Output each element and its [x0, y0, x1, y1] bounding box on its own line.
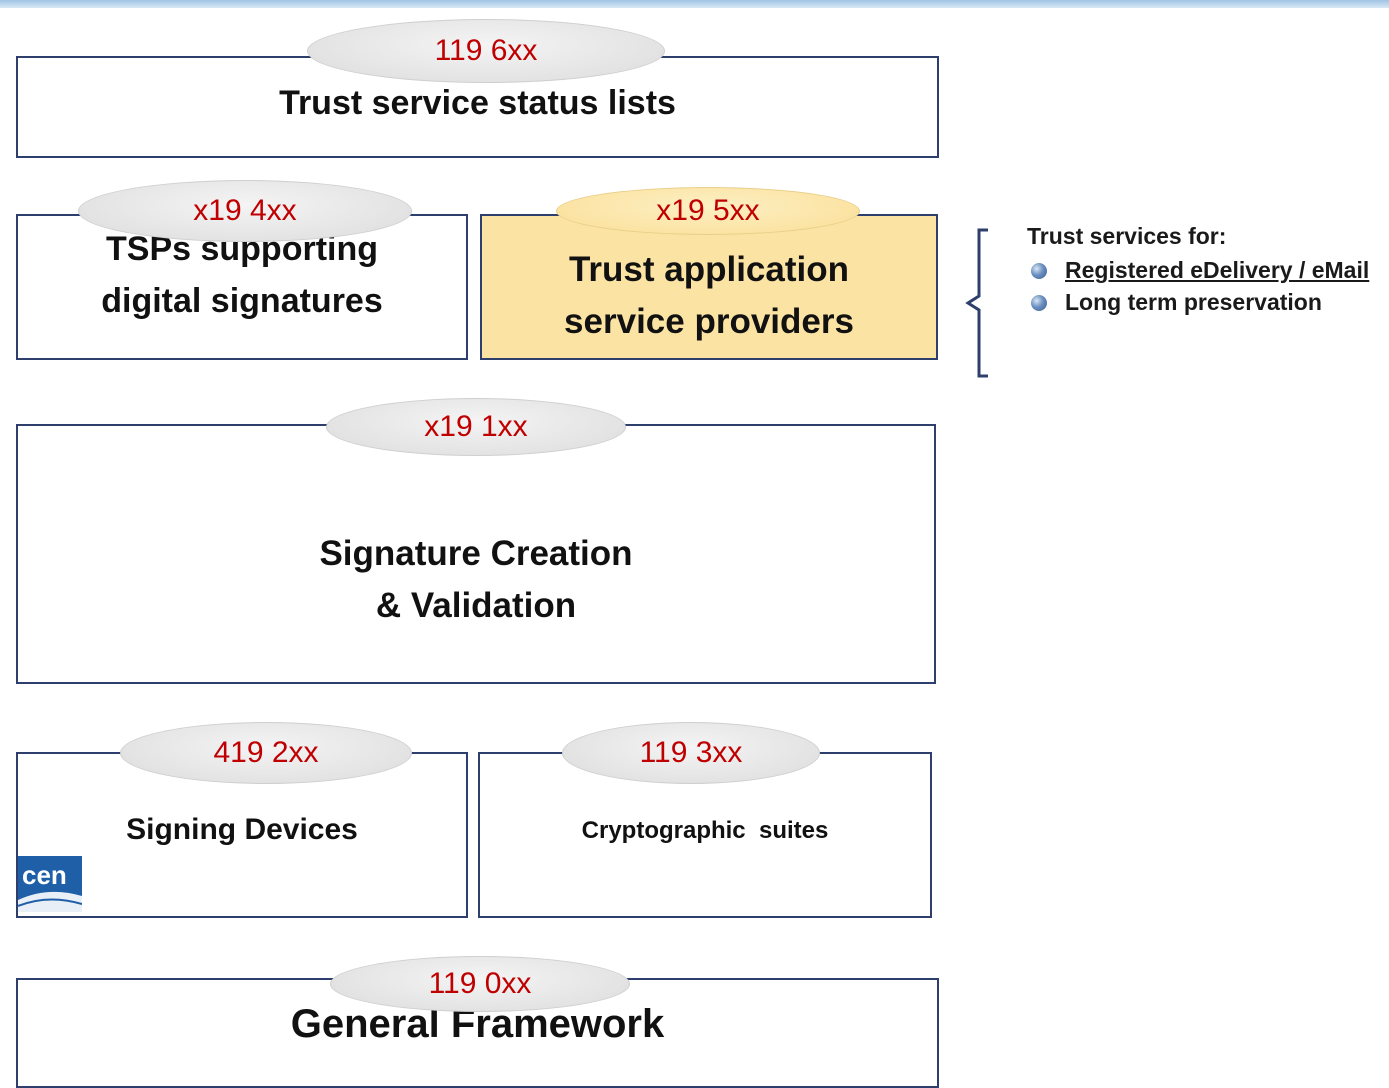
trust-app-providers-code-oval: x19 5xx: [556, 187, 860, 235]
cen-logo: cen: [18, 856, 82, 912]
trust-services-item: Long term preservation: [1027, 288, 1387, 318]
long-term-preservation-label: Long term preservation: [1065, 288, 1322, 315]
trust-services-item: Registered eDelivery / eMail: [1027, 256, 1387, 286]
top-accent-bar: [0, 0, 1389, 8]
trust-services-list: Registered eDelivery / eMail Long term p…: [1027, 256, 1387, 318]
globe-bullet-icon: [1031, 294, 1047, 311]
trust-app-providers-box: Trust application service providers: [480, 214, 938, 360]
signature-creation-title-line2: & Validation: [375, 586, 577, 625]
trust-app-providers-title-line1: Trust application: [568, 250, 850, 289]
general-framework-code-oval: 119 0xx: [330, 956, 630, 1012]
signature-creation-code-oval: x19 1xx: [326, 398, 626, 456]
globe-bullet-icon: [1031, 262, 1047, 279]
signature-creation-box: Signature Creation & Validation: [16, 424, 936, 684]
signature-creation-title-line1: Signature Creation: [319, 534, 633, 573]
crypto-suites-title: Cryptographic suites: [581, 817, 829, 844]
trust-services-note: Trust services for: Registered eDelivery…: [1027, 222, 1387, 320]
trust-services-heading: Trust services for:: [1027, 223, 1227, 249]
status-lists-code-oval: 119 6xx: [307, 19, 665, 83]
trust-app-providers-title-line2: service providers: [564, 302, 854, 341]
signing-devices-title: Signing Devices: [126, 813, 358, 846]
tsp-signatures-code-oval: x19 4xx: [78, 180, 412, 242]
curly-brace-icon: [965, 228, 988, 378]
status-lists-title: Trust service status lists: [279, 84, 676, 122]
signing-devices-code-oval: 419 2xx: [120, 722, 412, 784]
svg-text:cen: cen: [22, 860, 67, 890]
tsp-signatures-title-line2: digital signatures: [101, 282, 383, 320]
registered-edelivery-link[interactable]: Registered eDelivery / eMail: [1065, 256, 1370, 283]
crypto-suites-code-oval: 119 3xx: [562, 722, 820, 784]
